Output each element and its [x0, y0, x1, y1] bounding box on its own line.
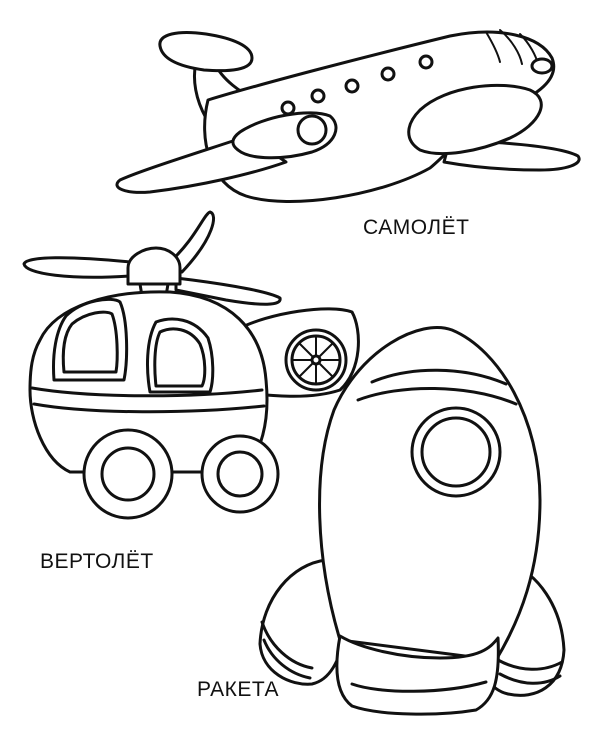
helicopter-rotor-blade	[22, 256, 132, 279]
helicopter-stripe	[30, 386, 264, 398]
airplane-window	[380, 66, 396, 82]
airplane-window	[418, 54, 434, 70]
rocket-drawing	[258, 326, 566, 716]
rocket-top-stripe	[370, 368, 508, 386]
airplane-cockpit-line	[485, 31, 501, 63]
rocket-top-stripe	[356, 386, 518, 406]
airplane-tail-cap	[158, 31, 254, 73]
helicopter-rotor-blade	[168, 210, 215, 274]
rocket-nozzle-stripe	[350, 680, 488, 693]
rocket-right-fin-stripe	[498, 672, 562, 685]
helicopter-front-window	[52, 297, 129, 382]
helicopter-tail-rotor-spokes	[291, 335, 341, 385]
airplane-window	[280, 100, 296, 116]
airplane-engine	[407, 83, 543, 156]
airplane-nose	[530, 57, 554, 75]
rocket-porthole-inner	[420, 416, 492, 488]
rocket-left-fin-stripe	[260, 620, 314, 670]
airplane-label: САМОЛЁТ	[363, 216, 470, 239]
helicopter-stripe	[32, 402, 266, 414]
helicopter-wheel-hub	[216, 450, 264, 498]
rocket-right-fin-stripe	[496, 658, 564, 671]
airplane-drawing	[115, 29, 581, 203]
rocket-body	[318, 326, 542, 662]
airplane-window	[344, 78, 360, 94]
helicopter-side-window-inner	[153, 327, 207, 388]
helicopter-rotor-blade	[174, 276, 282, 306]
airplane-cockpit-line	[499, 29, 523, 65]
helicopter-wheel-hub	[100, 446, 156, 502]
rocket-left-fin-stripe	[262, 638, 312, 680]
helicopter-label: ВЕРТОЛЁТ	[40, 550, 154, 573]
airplane-window	[310, 88, 326, 104]
rocket-nozzle	[335, 634, 500, 716]
helicopter-drawing	[22, 210, 360, 520]
rocket-label: РАКЕТА	[197, 678, 279, 701]
helicopter-front-window-inner	[61, 310, 119, 374]
helicopter-rotor-hub	[126, 246, 182, 286]
airplane-engine-intake	[296, 114, 328, 146]
